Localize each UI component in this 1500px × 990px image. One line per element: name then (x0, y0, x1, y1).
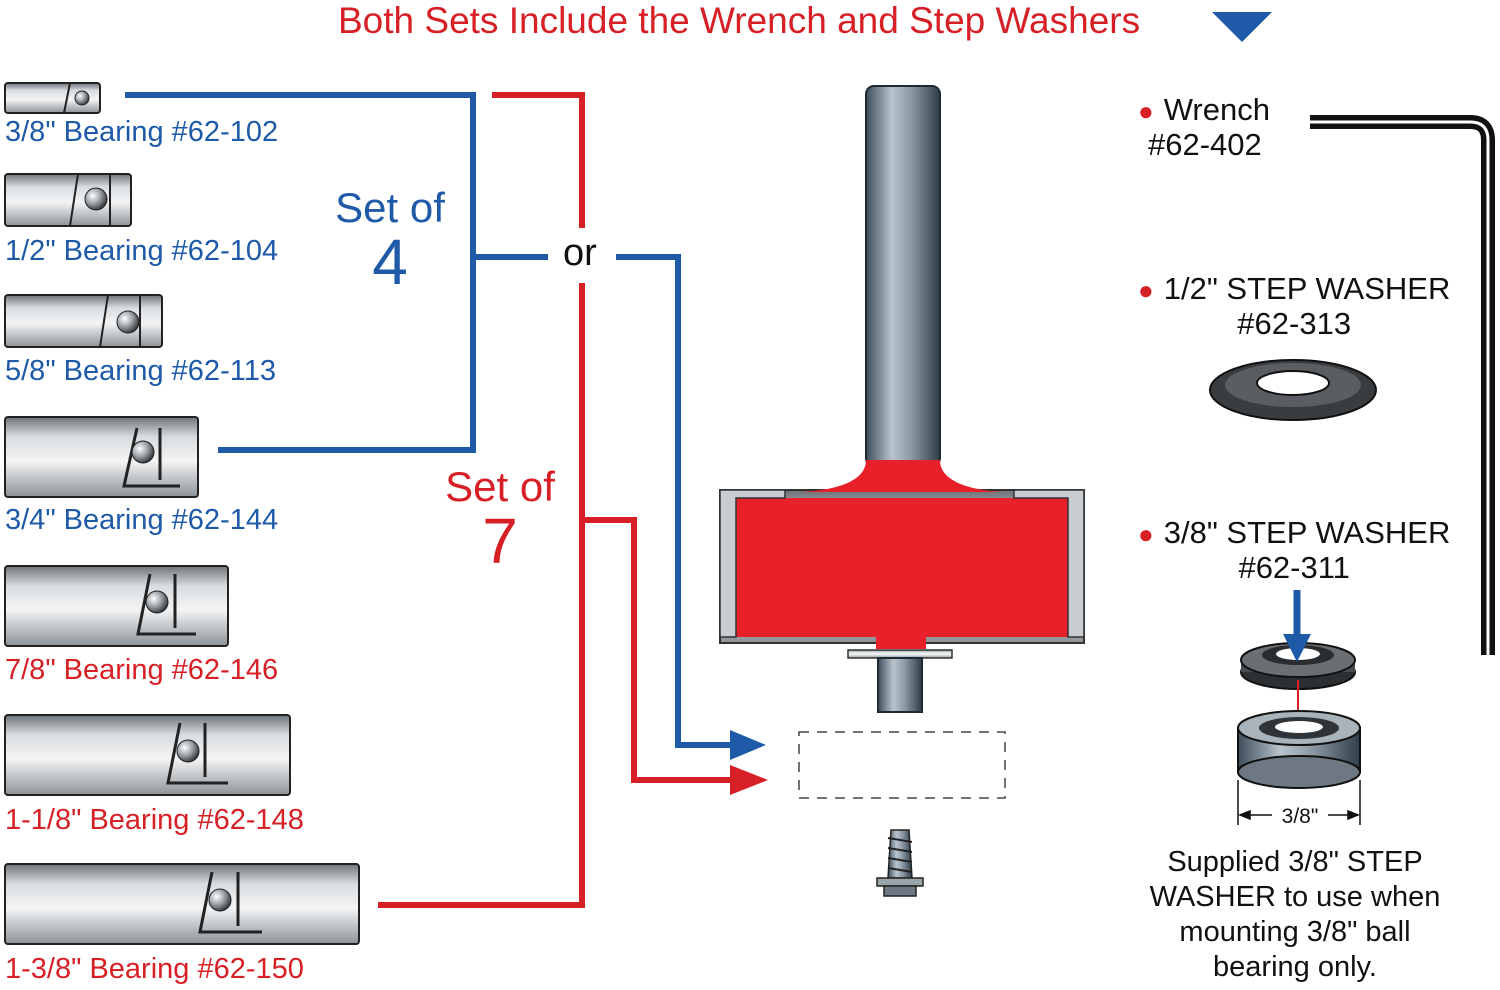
header-title: Both Sets Include the Wrench and Step Wa… (338, 0, 1141, 41)
bearing-icon-62-102 (4, 82, 101, 114)
wrench-label: ● Wrench #62-402 (1138, 93, 1270, 162)
bearing-label-62-144: 3/4" Bearing #62-144 (5, 504, 279, 536)
bullet-icon: ● (1138, 275, 1154, 305)
bearing-icon-62-104 (4, 173, 132, 227)
bearing-label-62-104: 1/2" Bearing #62-104 (5, 235, 279, 267)
set-of-7-label: Set of 7 (430, 463, 570, 577)
washer-three-eighths-part-number: #62-311 (1238, 550, 1350, 585)
bearing-label-62-113: 5/8" Bearing #62-113 (5, 355, 276, 387)
bearing-label-62-148: 1-1/8" Bearing #62-148 (5, 804, 304, 836)
wrench-name: Wrench (1163, 92, 1270, 127)
or-label: or (563, 232, 597, 274)
bullet-icon: ● (1138, 96, 1154, 126)
blue-arrowhead (730, 730, 766, 760)
set-of-7-bracket (378, 92, 736, 908)
washer-note: Supplied 3/8" STEP WASHER to use when mo… (1149, 846, 1441, 983)
set-of-4-label: Set of 4 (320, 184, 460, 298)
ball-bearing-icon (1237, 710, 1361, 789)
bearing-label-62-146: 7/8" Bearing #62-146 (5, 654, 279, 686)
header-down-triangle-icon (1212, 12, 1272, 42)
bearing-icon-62-113 (4, 294, 163, 348)
bearing-icon-62-146 (4, 565, 229, 647)
step-washer-half-inch-icon (1209, 359, 1377, 421)
bullet-icon: ● (1138, 519, 1154, 549)
washer-three-eighths-name: 3/8" STEP WASHER (1163, 515, 1451, 550)
wrench-part-number: #62-402 (1148, 127, 1262, 162)
bearing-icon-62-148 (4, 714, 291, 796)
bearing-label-62-102: 3/8" Bearing #62-102 (5, 116, 279, 148)
screw-icon (876, 829, 924, 897)
bearing-icon-62-150 (4, 863, 360, 945)
red-arrowhead (730, 765, 768, 795)
washer-half-label: ● 1/2" STEP WASHER #62-313 (1138, 272, 1450, 341)
set-of-4-line1: Set of (335, 184, 445, 231)
washer-half-name: 1/2" STEP WASHER (1163, 271, 1451, 306)
washer-half-part-number: #62-313 (1237, 306, 1352, 341)
set-of-7-number: 7 (482, 505, 518, 577)
dimension-line (1237, 780, 1361, 825)
set-of-4-bracket (125, 92, 736, 748)
bearing-icon-62-144 (4, 416, 199, 498)
router-bit (719, 85, 1085, 713)
set-of-7-line1: Set of (445, 463, 555, 510)
bearing-placeholder (798, 731, 1006, 799)
washer-three-eighths-label: ● 3/8" STEP WASHER #62-311 (1138, 516, 1450, 585)
bearing-label-62-150: 1-3/8" Bearing #62-150 (5, 953, 304, 985)
dimension-label: 3/8" (1281, 805, 1319, 828)
set-of-4-number: 4 (372, 226, 408, 298)
